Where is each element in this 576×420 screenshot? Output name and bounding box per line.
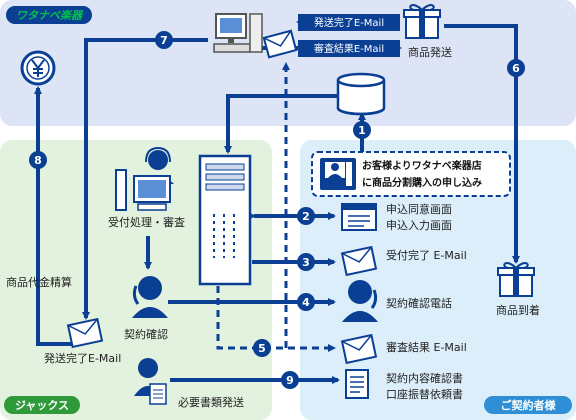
shipping-mail-label: 発送完了E-Mail: [314, 16, 384, 29]
line-db-server: [224, 94, 338, 154]
arrow-step-5: [216, 286, 336, 352]
svg-text:6: 6: [512, 62, 520, 75]
document-icon: [345, 369, 369, 399]
reception-review-label: 受付処理・審査: [108, 215, 185, 229]
svg-text:9: 9: [286, 374, 294, 387]
shipping-mail-box: [298, 14, 400, 31]
contract-doc-line-1: 契約内容確認書: [386, 371, 463, 385]
watanabe-tag-label: ワタナベ楽器: [16, 9, 84, 22]
envelope-icon-review: [340, 333, 378, 365]
application-line-2: に商品分割購入の申し込み: [362, 176, 482, 189]
step-badge-5: 5: [253, 339, 271, 357]
product-shipping-label: 商品発送: [408, 45, 452, 59]
svg-text:1: 1: [358, 124, 366, 137]
documents-sent-label: 必要書類発送: [178, 395, 244, 409]
pc-icon: [213, 13, 263, 53]
step-badge-2: 2: [297, 207, 315, 225]
application-box: [311, 151, 511, 197]
contract-call-label: 契約確認電話: [386, 296, 452, 310]
application-line-1: お客様よりワタナベ楽器店: [362, 159, 482, 172]
jacks-tag: [4, 396, 80, 414]
svg-text:8: 8: [34, 154, 42, 167]
screen-icon: [341, 203, 377, 231]
gift-box-icon-top: [403, 4, 441, 39]
step-badge-4: 4: [297, 293, 315, 311]
svg-text:2: 2: [302, 210, 310, 223]
svg-text:3: 3: [302, 256, 310, 269]
gift-box-icon-arrival: [497, 262, 535, 297]
review-mail-box: [298, 40, 400, 57]
jacks-tag-label: ジャックス: [15, 399, 69, 412]
consent-screen-label: 申込同意画面: [386, 202, 452, 216]
envelope-icon-left: [66, 317, 104, 349]
step-badge-8: 8: [29, 151, 47, 169]
database-icon: [336, 72, 386, 116]
svg-text:4: 4: [302, 296, 310, 309]
shipping-mail-left-label: 発送完了E-Mail: [44, 351, 121, 365]
step-badge-9: 9: [281, 371, 299, 389]
customer-at-pc-icon: [320, 158, 356, 190]
contract-check-person-icon: [132, 276, 168, 318]
contract-doc-line-2: 口座振替依頼書: [386, 387, 463, 401]
input-screen-label: 申込入力画面: [386, 219, 452, 232]
step-badge-6: 6: [507, 59, 525, 77]
arrow-step-8: [34, 86, 82, 346]
contract-check-label: 契約確認: [124, 327, 168, 341]
yen-coin-icon: [20, 50, 56, 86]
customer-phone-person-icon: [342, 280, 378, 322]
svg-text:7: 7: [160, 34, 168, 47]
arrow-step-6: [444, 24, 520, 264]
customer-tag-label: ご契約者様: [501, 398, 557, 412]
envelope-icon-top: [262, 29, 298, 59]
server-icon: [198, 154, 252, 286]
review-mail-bottom-label: 審査結果 E-Mail: [386, 340, 467, 354]
step-badge-3: 3: [297, 253, 315, 271]
review-mail-label-top: 審査結果E-Mail: [314, 42, 384, 55]
reception-mail-label: 受付完了 E-Mail: [386, 248, 467, 262]
step-badge-7: 7: [155, 31, 173, 49]
operator-headset-icon: [115, 146, 174, 211]
step-badge-1: 1: [353, 121, 371, 139]
envelope-icon-reception: [340, 245, 378, 277]
customer-tag: [484, 396, 572, 414]
watanabe-tag: [6, 6, 92, 24]
document-sender-icon: [134, 358, 167, 405]
product-arrival-label: 商品到着: [496, 303, 540, 317]
svg-text:5: 5: [258, 342, 266, 355]
product-settlement-label: 商品代金精算: [6, 275, 72, 289]
